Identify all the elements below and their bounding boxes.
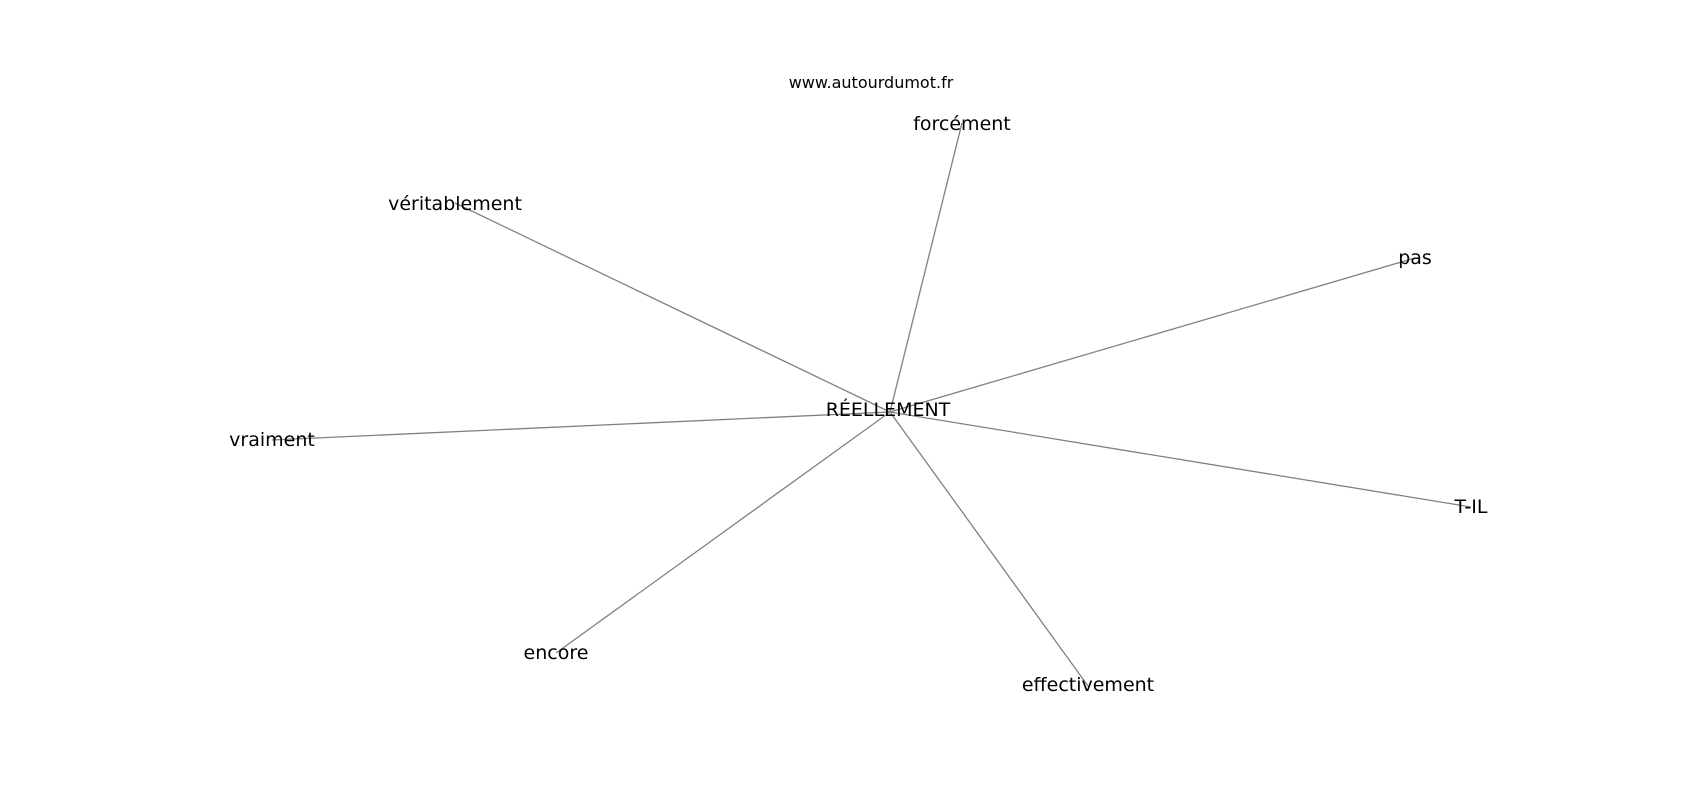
- node-label-vraiment[interactable]: vraiment: [229, 429, 315, 451]
- edge-center-vraiment: [271, 411, 891, 441]
- edge-center-forcement: [889, 122, 963, 413]
- node-label-t-il[interactable]: T-IL: [1454, 496, 1488, 518]
- edge-center-t-il: [889, 411, 1472, 508]
- node-label-pas[interactable]: pas: [1398, 247, 1432, 269]
- watermark-link[interactable]: www.autourdumot.fr: [789, 73, 954, 92]
- edge-center-pas: [889, 257, 1416, 413]
- center-node-label[interactable]: RÉELLEMENT: [826, 398, 951, 421]
- edge-center-veritablement: [454, 202, 891, 413]
- edge-center-encore: [555, 411, 891, 654]
- edge-center-effectivement: [889, 411, 1089, 687]
- node-label-veritablement[interactable]: véritablement: [388, 193, 522, 215]
- node-label-encore[interactable]: encore: [524, 642, 589, 664]
- node-label-effectivement[interactable]: effectivement: [1022, 674, 1154, 696]
- edges-layer: [271, 122, 1472, 687]
- node-label-forcement[interactable]: forcément: [913, 113, 1011, 135]
- nodes-layer: RÉELLEMENT forcément véritablement pas vraim…: [229, 113, 1488, 696]
